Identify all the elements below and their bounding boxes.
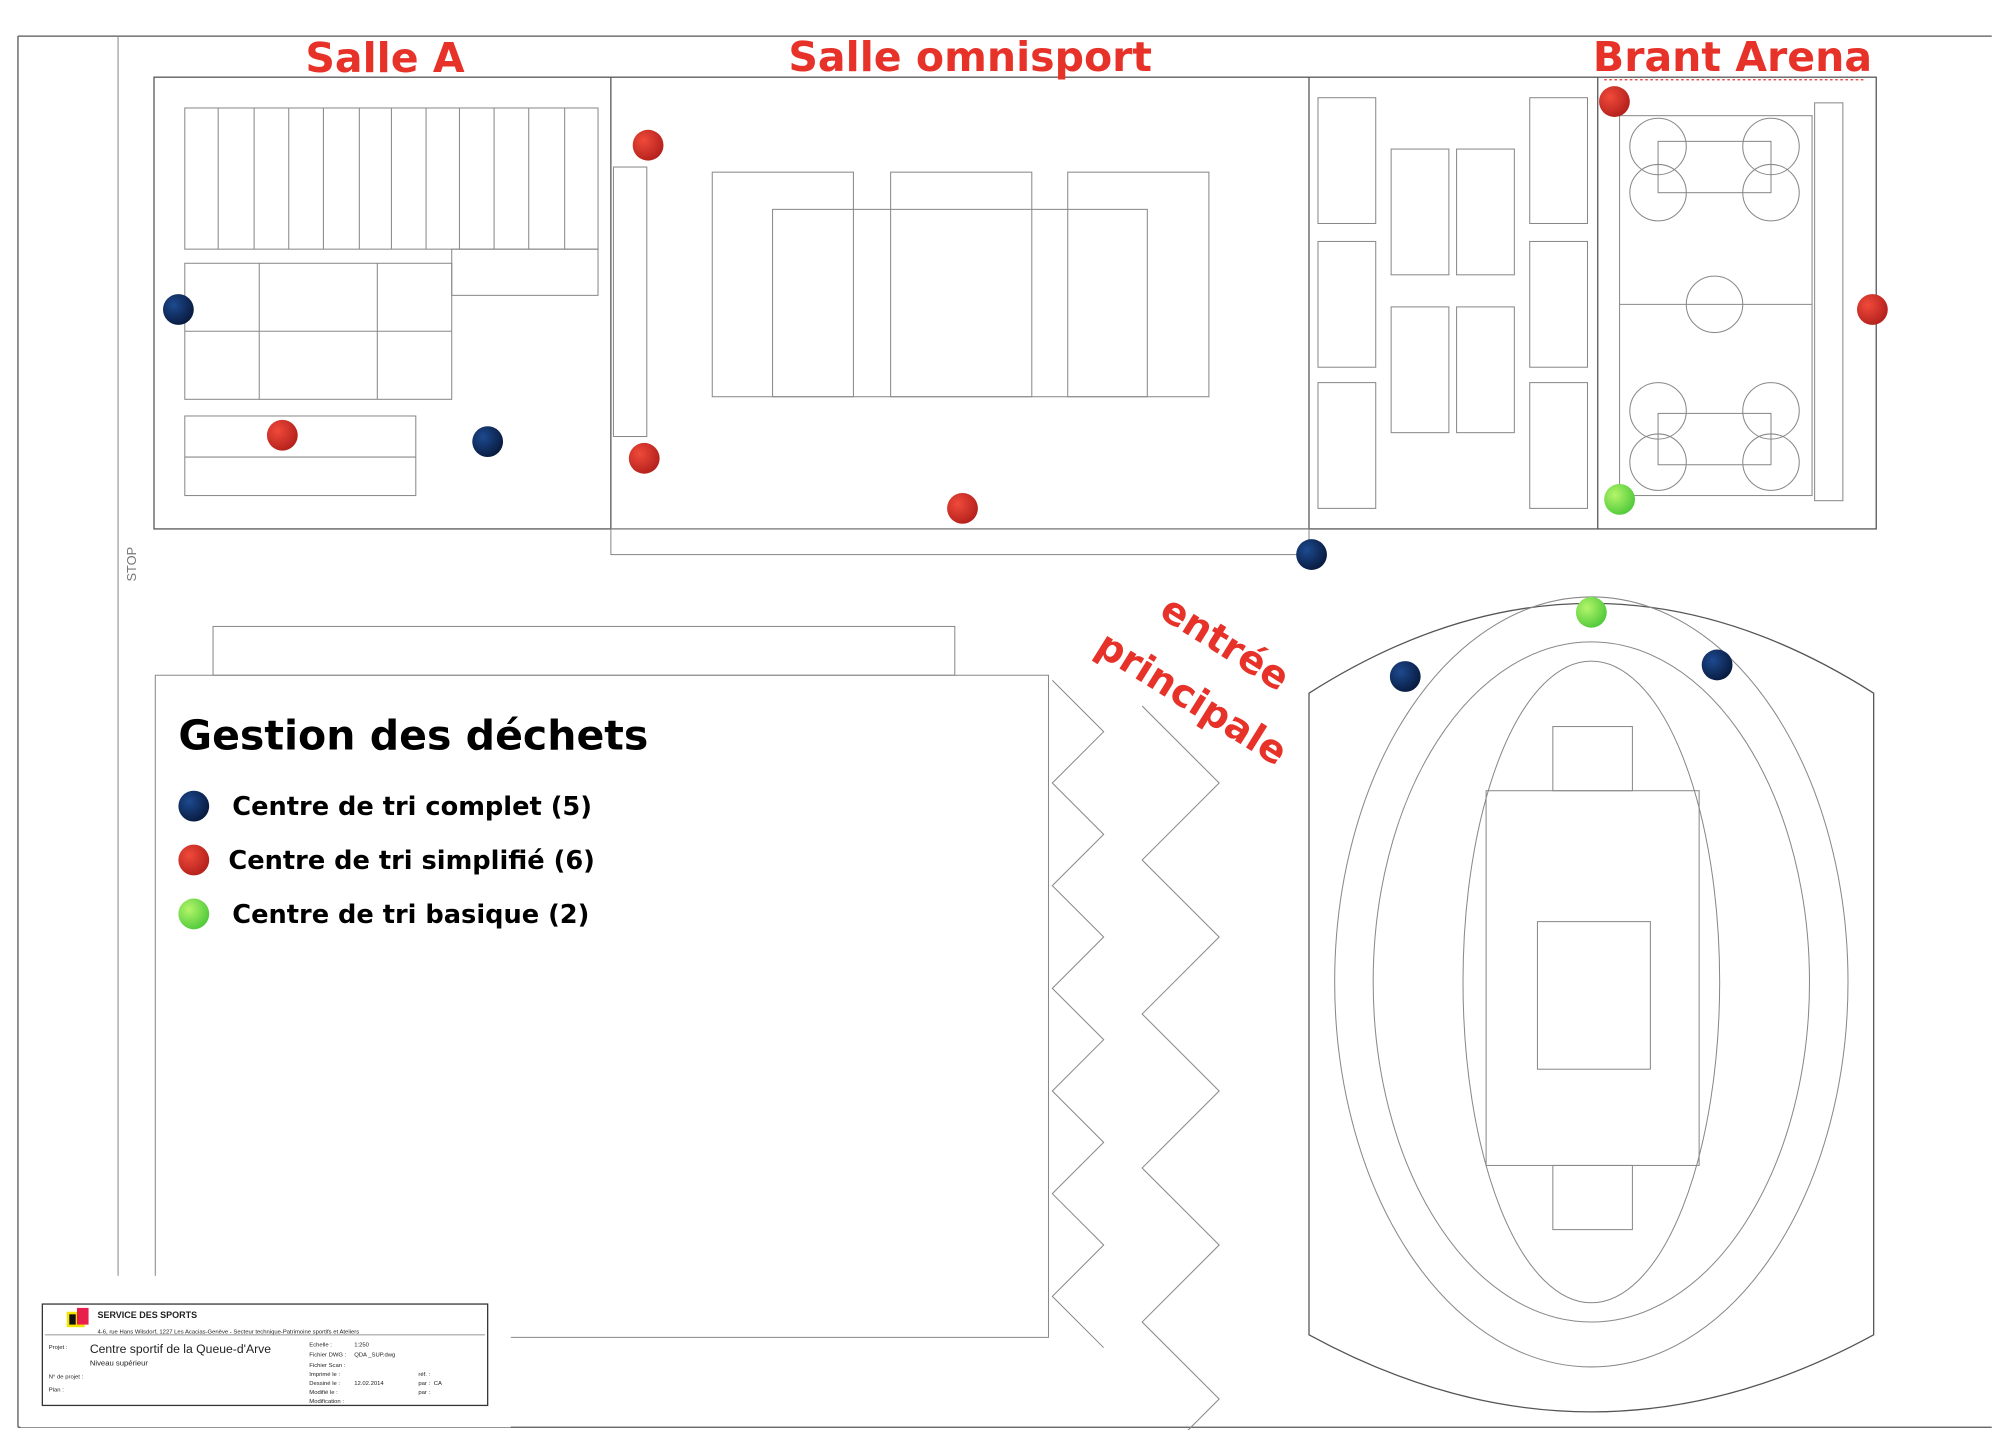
marker-simplifie[interactable]	[947, 492, 978, 524]
parking: STOP	[124, 547, 1220, 1430]
modification-label: Modification :	[309, 1399, 344, 1405]
legend-item-simplifie: Centre de tri simplifié (6)	[228, 846, 595, 876]
stop-marking: STOP	[124, 547, 139, 582]
marker-complet[interactable]	[1296, 539, 1327, 570]
dwg-label: Fichier DWG :	[309, 1353, 346, 1359]
par2-label: par :	[418, 1390, 430, 1396]
stadium	[1308, 596, 1875, 1413]
dessine: 12.02.2014	[354, 1381, 384, 1387]
label-salle-omnisport: Salle omnisport	[788, 33, 1152, 81]
marker-simplifie[interactable]	[266, 419, 298, 451]
marker-complet[interactable]	[1389, 661, 1421, 692]
legend-simplifie-icon	[178, 844, 210, 876]
niveau: Niveau supérieur	[90, 1359, 149, 1368]
echelle-label: Echelle :	[309, 1342, 332, 1348]
par1-label: par :	[418, 1381, 430, 1387]
legend: Gestion des déchets Centre de tri comple…	[178, 712, 648, 930]
legend-basique-icon	[178, 898, 210, 930]
marker-basique[interactable]	[1604, 484, 1635, 515]
num-label: N° de projet :	[49, 1374, 84, 1380]
building-outlines	[153, 76, 1877, 556]
label-salle-a: Salle A	[305, 34, 465, 82]
echelle: 1:250	[354, 1342, 369, 1348]
marker-complet[interactable]	[162, 294, 194, 325]
legend-item-basique: Centre de tri basique (2)	[232, 900, 589, 930]
org-address: 4-6, rue Hans Wilsdorf, 1227 Les Acacias…	[98, 1330, 360, 1336]
projet-label: Projet :	[49, 1345, 68, 1351]
ref-label: réf. :	[418, 1372, 430, 1378]
label-brant-arena: Brant Arena	[1593, 33, 1872, 81]
marker-basique[interactable]	[1575, 596, 1607, 628]
dwg: QDA _SUP.dwg	[354, 1353, 395, 1359]
scan-label: Fichier Scan :	[309, 1363, 345, 1369]
marker-simplifie[interactable]	[1599, 86, 1630, 117]
marker-complet[interactable]	[472, 426, 504, 458]
service-des-sports-logo	[66, 1307, 89, 1328]
waste-markers	[162, 86, 1888, 692]
imprime-label: Imprimé le :	[309, 1372, 340, 1378]
org-name: SERVICE DES SPORTS	[98, 1310, 198, 1320]
title-block: SERVICE DES SPORTS 4-6, rue Hans Wilsdor…	[20, 1275, 511, 1428]
legend-item-complet: Centre de tri complet (5)	[232, 792, 592, 822]
dessine-label: Dessiné le :	[309, 1381, 340, 1387]
par1: CA	[434, 1381, 442, 1387]
marker-simplifie[interactable]	[1856, 294, 1888, 325]
modifie-label: Modifié le :	[309, 1390, 338, 1396]
marker-simplifie[interactable]	[632, 129, 664, 161]
plan-label: Plan :	[49, 1387, 64, 1393]
legend-title: Gestion des déchets	[178, 712, 648, 760]
projet-name: Centre sportif de la Queue-d'Arve	[90, 1342, 271, 1356]
legend-complet-icon	[178, 790, 210, 822]
marker-complet[interactable]	[1701, 649, 1733, 681]
marker-simplifie[interactable]	[628, 442, 660, 474]
